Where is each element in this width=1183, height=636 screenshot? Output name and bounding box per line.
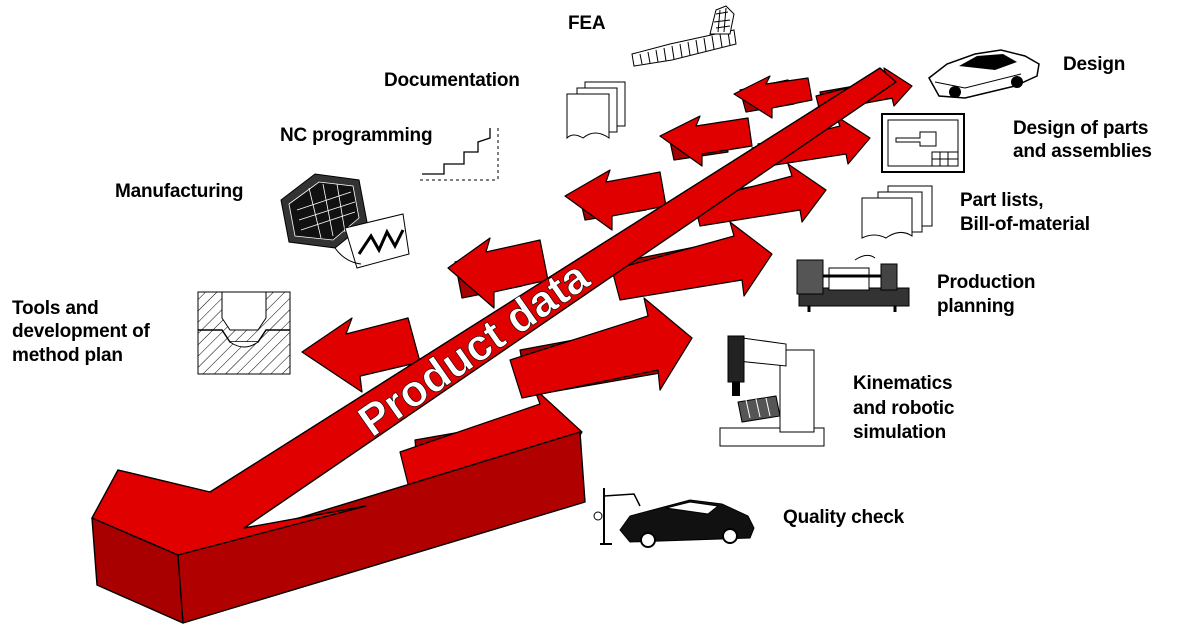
label-documentation: Documentation: [384, 70, 520, 91]
main-arrow-bottom-face: [177, 431, 586, 624]
branch-arrow-partlists: [693, 163, 827, 227]
branch-arrow-fea: [733, 75, 813, 119]
branch-arrow-tools: [301, 317, 421, 393]
label-production-planning-line2: planning: [937, 296, 1015, 317]
label-part-lists-line2: Bill-of-material: [960, 214, 1090, 235]
branch-arrow-nc: [564, 169, 667, 231]
label-nc-programming: NC programming: [280, 125, 433, 146]
robot-machine-icon: [719, 335, 825, 447]
label-kinematics-line1: Kinematics: [853, 373, 953, 394]
label-kinematics-line2: and robotic: [853, 398, 955, 419]
car-design-icon: [928, 49, 1040, 99]
branch-arrow-production: [611, 221, 773, 301]
assembly-drawing-icon: [881, 113, 965, 173]
label-design-parts-line2: and assemblies: [1013, 141, 1152, 162]
branch-arrow-doc: [659, 115, 753, 167]
manufacturing-machine-icon: [280, 173, 410, 269]
nc-staircase-icon: [420, 128, 499, 181]
part-list-pages-icon: [861, 185, 933, 239]
label-fea: FEA: [568, 13, 606, 34]
branch-arrow-manufacturing: [447, 237, 549, 309]
label-tools-line2: development of: [12, 321, 150, 342]
label-manufacturing: Manufacturing: [115, 181, 244, 202]
main-arrow-top-face: [91, 67, 897, 556]
label-kinematics-line3: simulation: [853, 422, 947, 443]
fea-mesh-icon: [631, 5, 737, 67]
label-tools-line1: Tools and: [12, 298, 99, 319]
branch-arrow-kinematics: [509, 297, 693, 399]
main-arrow-ridge: [209, 67, 881, 493]
branch-arrows-left: [301, 75, 813, 393]
label-tools-line3: method plan: [12, 345, 123, 366]
label-design: Design: [1063, 54, 1126, 75]
lathe-icon: [796, 254, 910, 312]
main-arrow: [91, 67, 897, 624]
label-part-lists-line1: Part lists,: [960, 190, 1044, 211]
car-quality-check-icon: [593, 488, 755, 548]
die-section-icon: [197, 291, 291, 375]
label-design-parts-line1: Design of parts: [1013, 118, 1149, 139]
documentation-pages-icon: [566, 81, 626, 140]
label-quality-check: Quality check: [783, 507, 904, 528]
label-production-planning-line1: Production: [937, 272, 1036, 293]
